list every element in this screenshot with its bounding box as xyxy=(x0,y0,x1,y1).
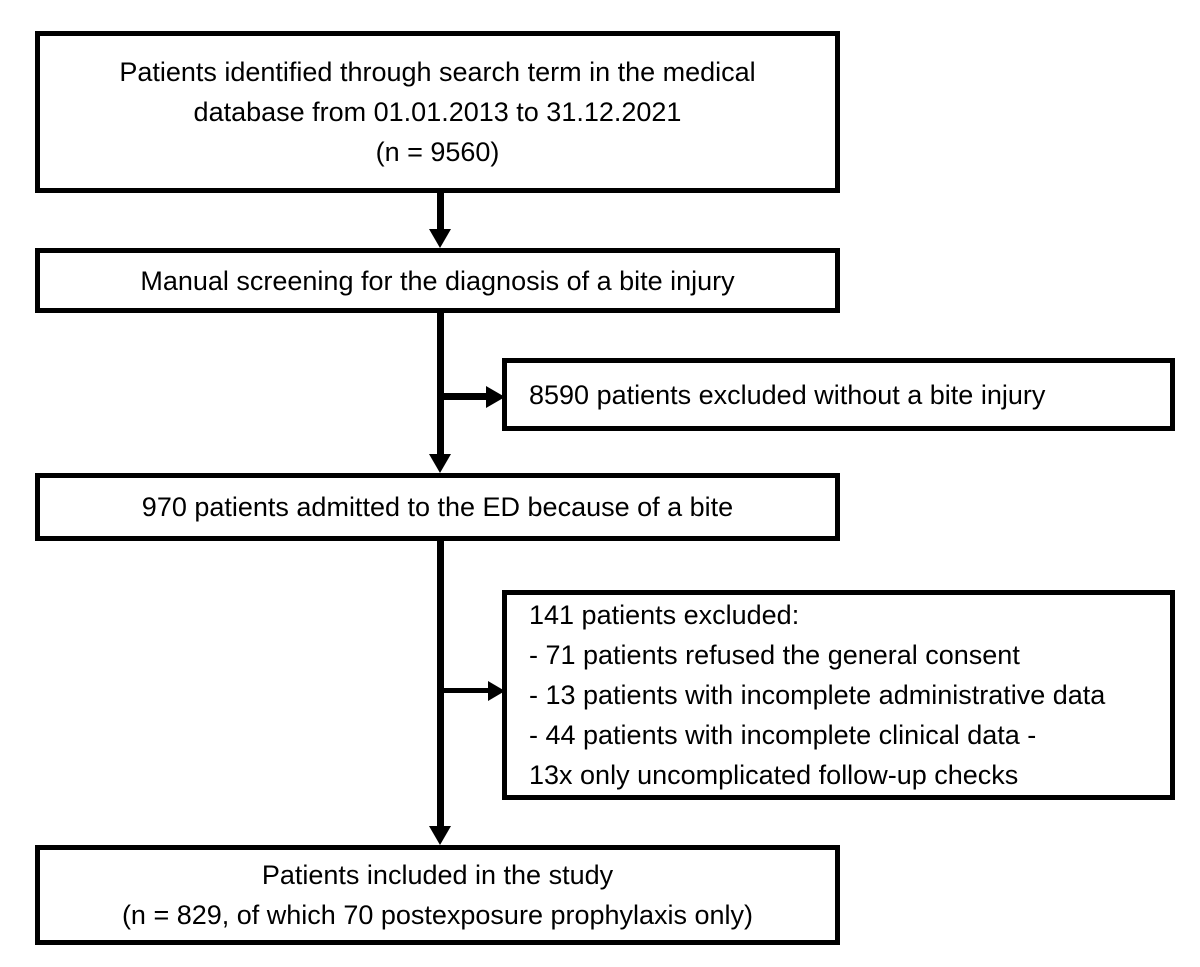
connector-admitted-to-excluded-arrowhead xyxy=(488,681,505,701)
node-line: Patients identified through search term … xyxy=(119,57,756,87)
connector-identified-to-screening-arrowhead xyxy=(429,229,451,248)
node-line: 141 patients excluded: xyxy=(529,600,800,630)
connector-screening-to-admitted-arrowhead xyxy=(429,454,451,473)
node-line: 8590 patients excluded without a bite in… xyxy=(529,379,1046,410)
node-patients-admitted: 970 patients admitted to the ED because … xyxy=(35,473,840,541)
connector-screening-to-admitted-shaft xyxy=(437,313,444,456)
node-excluded-details: 141 patients excluded: - 71 patients ref… xyxy=(502,590,1175,800)
connector-admitted-to-included-shaft xyxy=(437,541,444,829)
node-line: Patients included in the study xyxy=(261,860,614,890)
connector-screening-to-excluded-arrowhead xyxy=(486,386,505,408)
node-line: - 44 patients with incomplete clinical d… xyxy=(529,720,1037,750)
node-line: - 13 patients with incomplete administra… xyxy=(529,680,1106,710)
node-line: 13x only uncomplicated follow-up checks xyxy=(529,760,1019,790)
node-manual-screening: Manual screening for the diagnosis of a … xyxy=(35,248,840,313)
node-excluded-without-bite-injury: 8590 patients excluded without a bite in… xyxy=(502,358,1175,431)
node-patients-included: Patients included in the study (n = 829,… xyxy=(35,845,840,945)
connector-screening-to-excluded-shaft xyxy=(442,393,488,400)
node-line: - 71 patients refused the general consen… xyxy=(529,640,1020,670)
node-line: (n = 9560) xyxy=(375,137,500,167)
node-line: Manual screening for the diagnosis of a … xyxy=(140,265,735,296)
connector-admitted-to-included-arrowhead xyxy=(429,826,451,845)
connector-admitted-to-excluded-shaft xyxy=(442,688,490,693)
node-line: database from 01.01.2013 to 31.12.2021 xyxy=(193,97,682,127)
connector-identified-to-screening-shaft xyxy=(437,193,444,231)
node-line: 970 patients admitted to the ED because … xyxy=(141,492,734,522)
node-line: (n = 829, of which 70 postexposure proph… xyxy=(121,900,754,930)
node-patients-identified: Patients identified through search term … xyxy=(35,31,840,193)
